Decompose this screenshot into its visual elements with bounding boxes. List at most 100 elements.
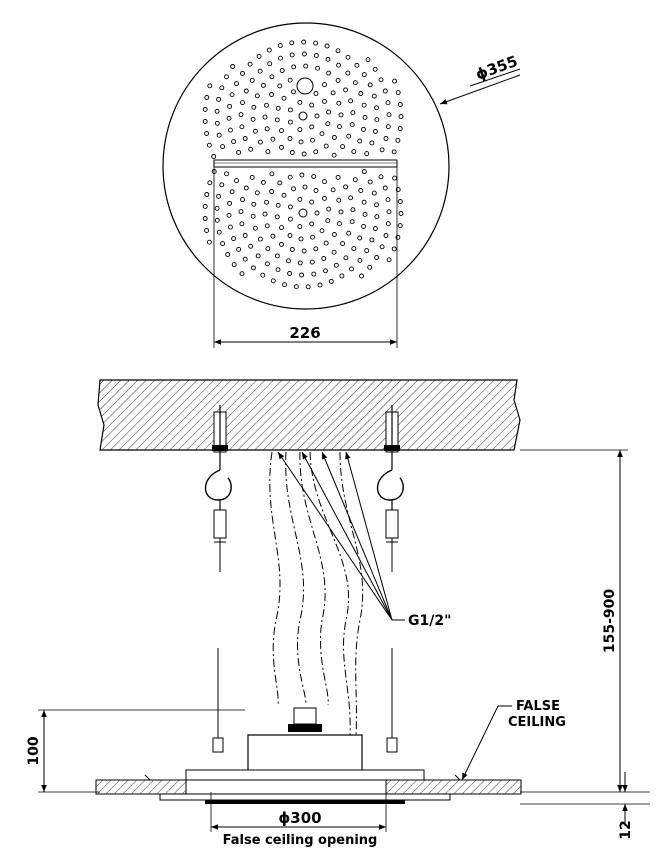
- nozzle: [287, 77, 293, 83]
- nozzle: [374, 214, 380, 220]
- nozzle: [395, 187, 401, 193]
- nozzle: [335, 174, 341, 180]
- nozzle: [216, 132, 222, 138]
- nozzle: [338, 209, 344, 215]
- nozzle: [328, 278, 334, 284]
- nozzle: [322, 82, 327, 88]
- nozzle: [313, 188, 319, 193]
- nozzle: [313, 53, 319, 58]
- nozzle: [309, 259, 315, 265]
- nozzle: [289, 150, 295, 155]
- nozzle: [240, 70, 245, 76]
- nozzle: [358, 91, 364, 96]
- nozzle: [230, 64, 236, 69]
- nozzle: [252, 128, 258, 134]
- nozzle: [397, 126, 403, 132]
- nozzle: [204, 131, 210, 136]
- nozzle: [287, 216, 293, 222]
- nozzle: [319, 228, 325, 234]
- flexible-hoses: [269, 451, 364, 736]
- nozzle: [374, 202, 379, 208]
- nozzle: [391, 149, 397, 155]
- nozzle: [239, 221, 245, 227]
- nozzle: [303, 63, 309, 69]
- nozzle: [333, 262, 339, 268]
- nozzle: [277, 83, 283, 89]
- nozzle: [243, 88, 249, 94]
- nozzle: [269, 171, 275, 177]
- nozzle: [289, 52, 295, 58]
- nozzle: [254, 93, 260, 99]
- nozzle: [260, 272, 266, 278]
- nozzle: [265, 246, 271, 252]
- nozzle: [224, 74, 229, 80]
- nozzle: [349, 122, 355, 128]
- nozzle: [367, 82, 373, 88]
- nozzle: [279, 225, 284, 231]
- nozzle: [279, 144, 284, 150]
- nozzle: [336, 62, 342, 68]
- nozzle: [313, 40, 319, 46]
- nozzle: [279, 241, 284, 247]
- nozzle: [206, 142, 212, 148]
- nozzle: [385, 100, 391, 106]
- nozzle: [204, 228, 210, 233]
- nozzle: [231, 139, 237, 145]
- nozzle: [330, 187, 336, 193]
- nozzle: [291, 89, 296, 95]
- nozzle: [349, 266, 354, 272]
- nozzle: [277, 180, 283, 186]
- nozzle: [331, 232, 337, 237]
- nozzle: [267, 61, 273, 67]
- ceiling-slab: [97, 379, 521, 451]
- nozzle: [340, 241, 346, 247]
- nozzle: [234, 81, 239, 87]
- nozzle: [395, 137, 401, 143]
- nozzle: [378, 77, 384, 83]
- nozzle: [343, 184, 349, 190]
- nozzle: [270, 136, 276, 142]
- left-hanger: [204, 405, 232, 753]
- nozzle: [352, 177, 358, 183]
- nozzle: [238, 112, 244, 118]
- nozzle: [266, 47, 272, 53]
- nozzle: [325, 56, 331, 62]
- nozzle: [311, 271, 317, 277]
- nozzle: [331, 249, 337, 255]
- nozzle: [298, 139, 304, 145]
- opening-caption: False ceiling opening: [223, 833, 378, 848]
- divider-bar: [213, 159, 398, 168]
- nozzle: [343, 87, 349, 93]
- height-range-label: 155-900: [602, 589, 618, 654]
- nozzle: [256, 53, 262, 59]
- nozzle: [214, 120, 220, 126]
- nozzle: [309, 199, 315, 205]
- nozzle: [385, 124, 391, 130]
- nozzle: [317, 282, 323, 288]
- nozzle: [326, 70, 332, 76]
- nozzle: [287, 136, 293, 141]
- nozzle: [236, 149, 242, 155]
- nozzle: [345, 70, 351, 76]
- nozzle: [220, 144, 226, 150]
- nozzle: [274, 214, 280, 220]
- nozzle: [231, 262, 237, 268]
- nozzle: [361, 199, 367, 205]
- nozzle: [236, 246, 242, 252]
- nozzle: [301, 51, 307, 57]
- nozzle: [265, 149, 271, 155]
- diameter-leader: [439, 74, 521, 105]
- nozzle: [238, 209, 244, 215]
- nozzle: [264, 126, 270, 132]
- nozzle: [371, 190, 377, 196]
- nozzle: [250, 213, 256, 219]
- nozzle: [269, 74, 275, 80]
- nozzle: [262, 211, 268, 217]
- nozzle: [314, 113, 320, 119]
- nozzle: [383, 233, 389, 238]
- nozzle: [374, 255, 380, 260]
- nozzle: [275, 267, 281, 273]
- nozzle: [397, 223, 403, 229]
- nozzle: [323, 240, 329, 246]
